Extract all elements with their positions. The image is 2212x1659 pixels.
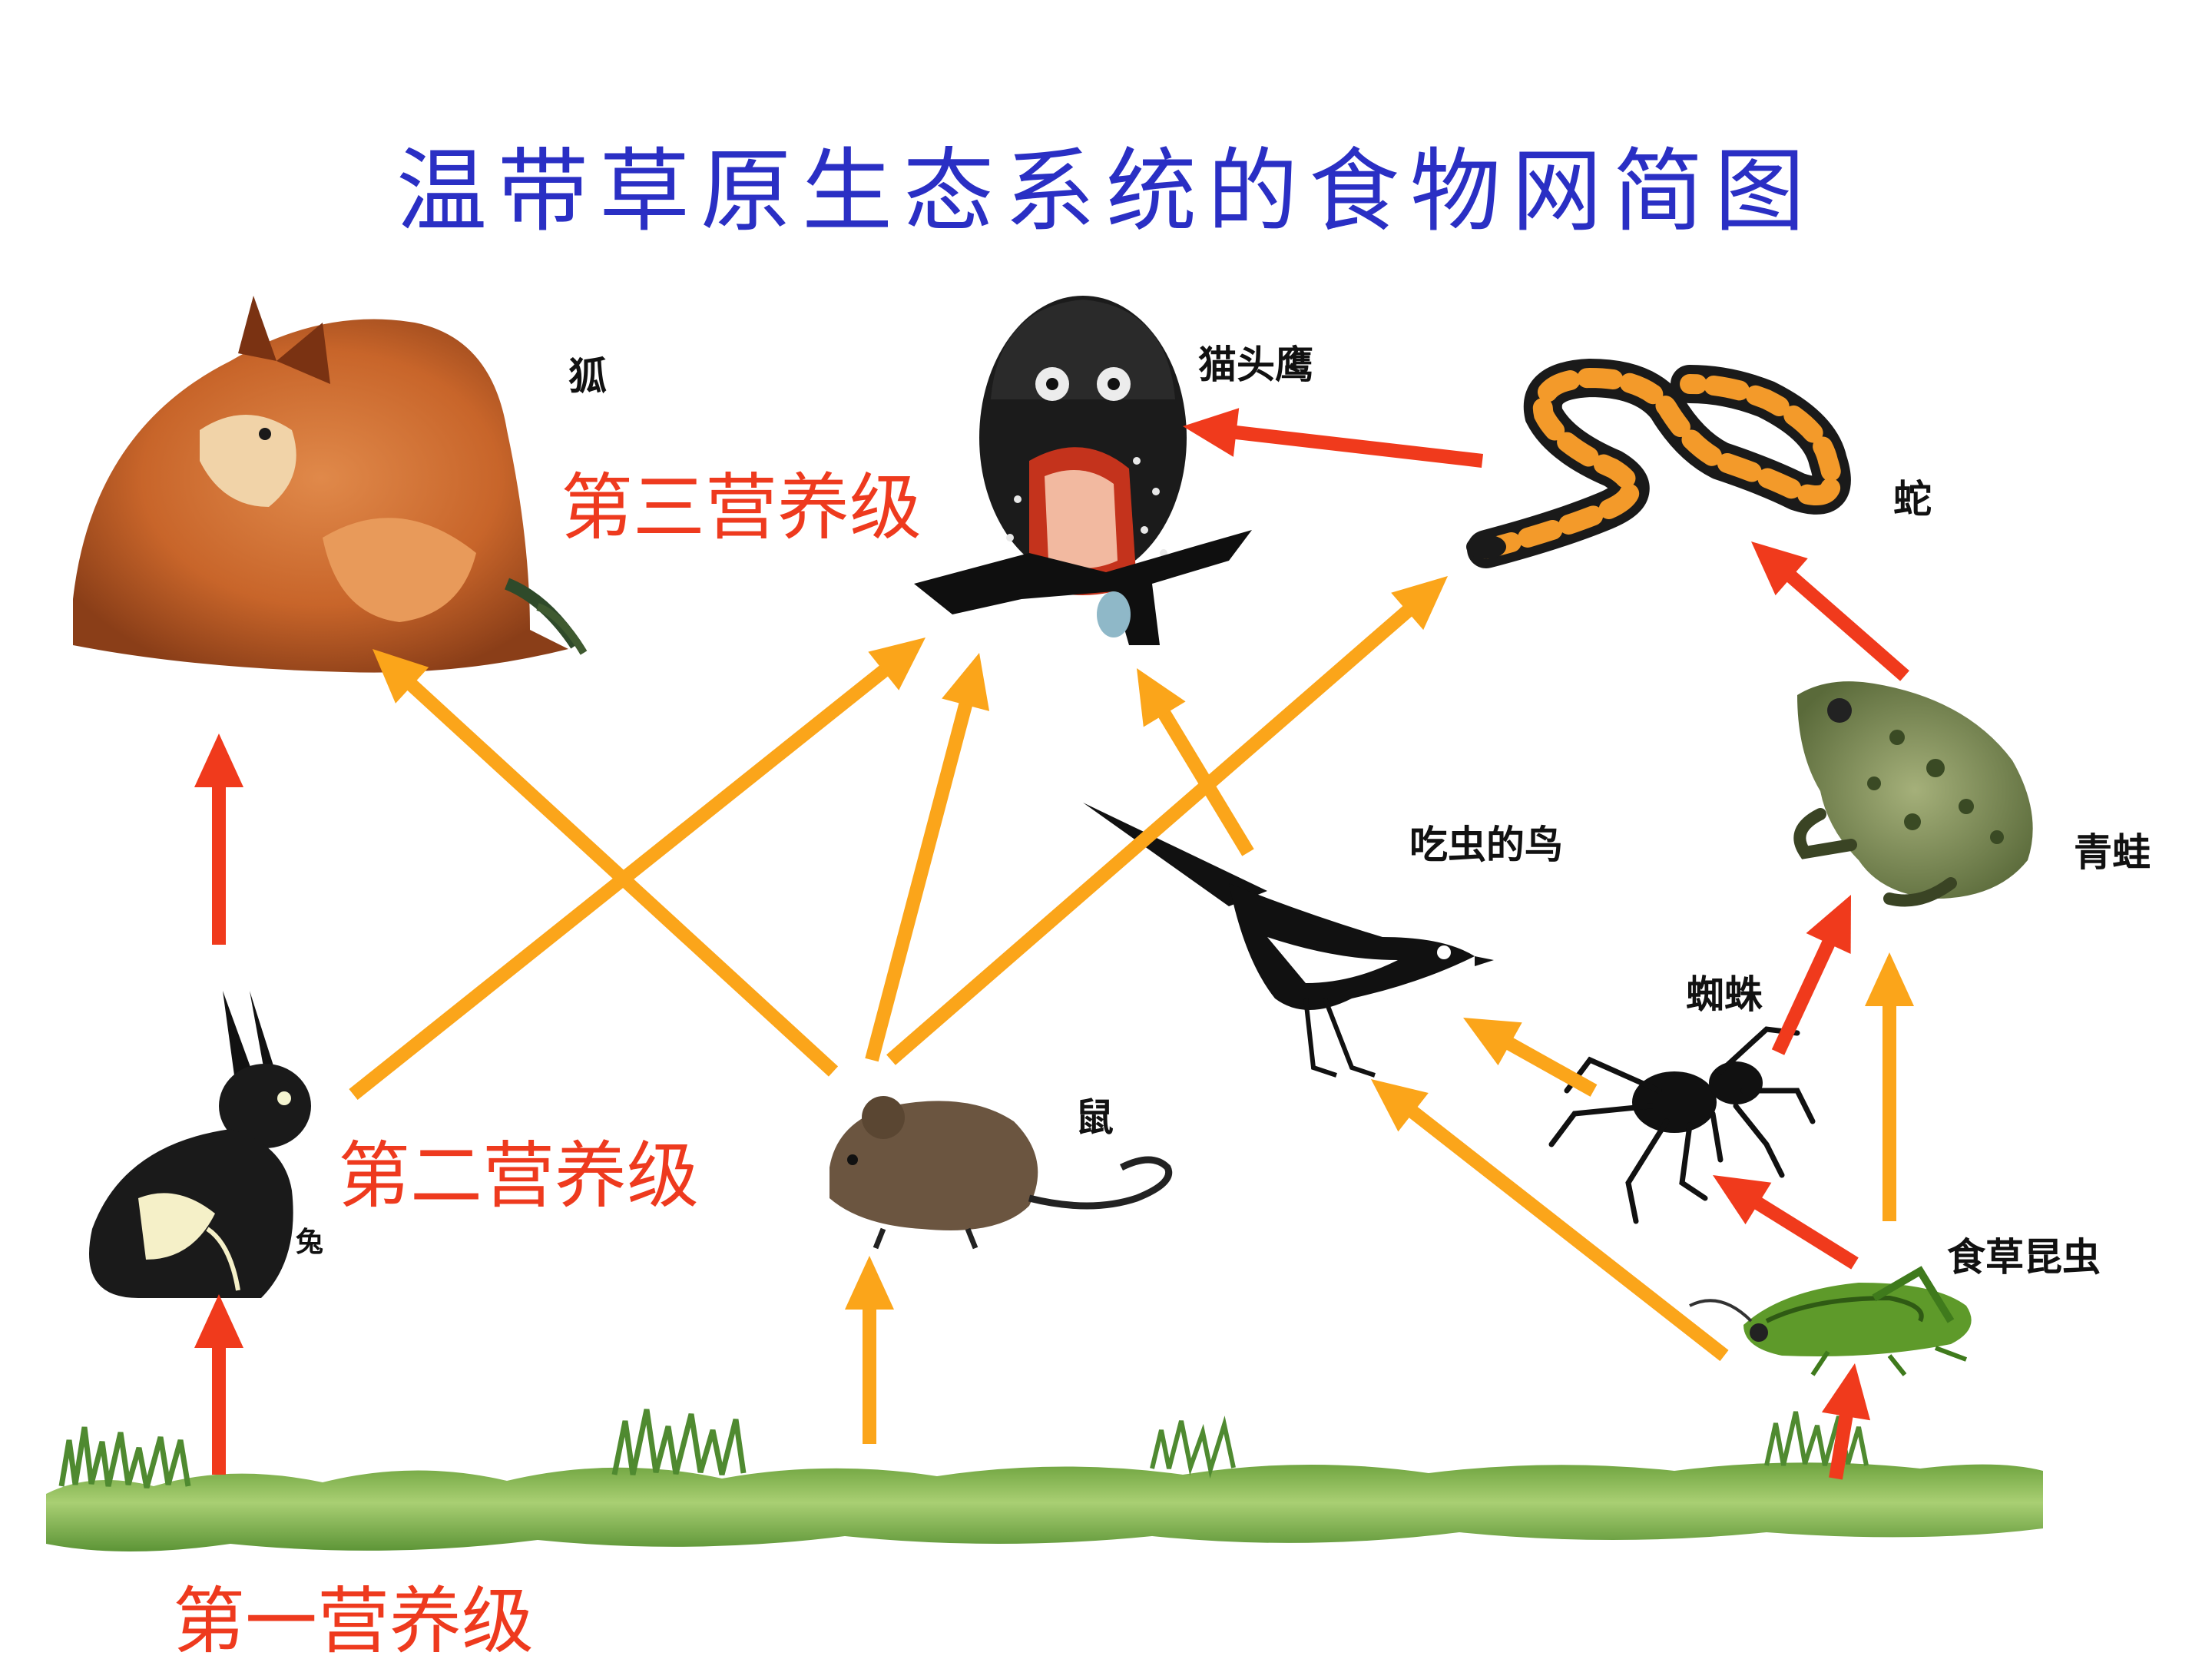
arrow-shaft [1504,1036,1598,1097]
grass-strip [46,1409,2043,1551]
arrow-head [1391,576,1448,631]
arrow-head [373,649,429,704]
insect-label: 食草昆虫 [1947,1235,2101,1280]
arrow-shaft [1829,1412,1854,1480]
rabbit-illustration [89,991,311,1298]
third-trophic-level-label: 第三营养级 [561,466,922,550]
arrow-head [1821,1363,1871,1421]
arrow-mouse-to-owl [865,653,990,1062]
arrow-shaft [1232,425,1484,468]
arrow-head [1137,668,1186,727]
first-trophic-level-label: 第一营养级 [173,1580,535,1659]
spider-illustration [1548,1026,1816,1224]
arrow-shaft [1771,938,1836,1055]
owl-label: 猫头鹰 [1198,343,1313,387]
frog-illustration [1793,681,2033,907]
frog-label: 青蛙 [2074,830,2151,875]
arrow-spider-to-frog [1771,895,1851,1055]
arrow-grass-to-rabbit [194,1294,243,1475]
arrow-head [845,1256,894,1310]
arrow-rabbit-to-fox [194,733,243,945]
arrow-insect-to-spider [1713,1175,1859,1270]
arrow-shaft [865,700,973,1062]
arrow-head [1865,952,1914,1006]
arrow-shaft [1157,707,1254,856]
arrow-bird-to-owl [1137,668,1254,856]
arrow-head [1371,1079,1429,1132]
arrow-grass-to-insect [1821,1363,1871,1480]
second-trophic-level-label: 第二营养级 [338,1134,700,1218]
arrow-shaft [1406,1104,1729,1362]
insect-illustration [1689,1266,1972,1376]
arrow-head [1751,541,1808,596]
food-web-arrows [194,408,1914,1480]
arrow-head [1806,895,1851,954]
arrow-shaft [405,677,839,1077]
arrow-head [1183,408,1240,457]
mouse-label: 鼠 [1075,1095,1114,1140]
arrow-insect-to-frog [1865,952,1914,1221]
arrow-insect-to-bird [1371,1079,1729,1362]
rabbit-label: 兔 [296,1227,324,1258]
arrow-head [1463,1018,1522,1066]
arrow-spider-to-bird [1463,1018,1598,1097]
arrow-shaft [886,604,1415,1065]
arrow-snake-to-owl [1183,408,1484,468]
snake-illustration [1466,358,1851,568]
spider-label: 蜘蛛 [1686,972,1763,1017]
bird-label: 吃虫的鸟 [1409,823,1563,867]
arrow-head [194,733,243,787]
fox-label: 狐 [568,354,607,399]
arrow-mouse-to-fox [373,649,839,1077]
owl-illustration [914,296,1252,645]
arrow-shaft [1784,569,1909,681]
snake-label: 蛇 [1893,477,1932,522]
page-title: 温带草原生态系统的食物网简图 [396,138,1816,244]
arrow-frog-to-snake [1751,541,1909,681]
arrow-shaft [1752,1196,1859,1270]
arrow-head [1713,1175,1772,1225]
bird-illustration [1083,803,1494,1078]
arrow-mouse-to-snake [886,576,1448,1065]
mouse-illustration [830,1096,1172,1250]
arrow-grass-to-mouse [845,1256,894,1444]
fox-illustration [73,296,588,673]
arrow-head [194,1294,243,1348]
arrow-head [868,637,926,690]
arrow-head [942,653,990,711]
